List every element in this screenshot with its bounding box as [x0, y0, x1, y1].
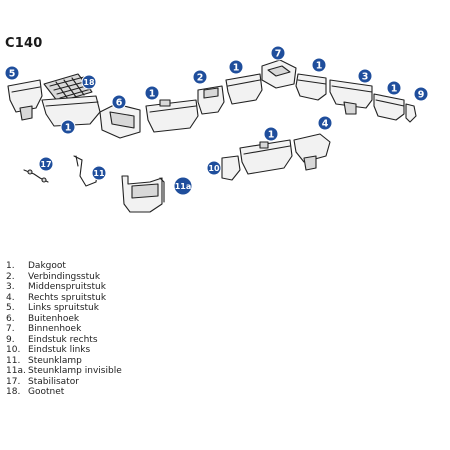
legend-number: 1. — [6, 261, 15, 271]
legend-number: 6. — [6, 313, 15, 324]
badge-6: 6 — [111, 94, 127, 110]
svg-text:4: 4 — [322, 119, 329, 130]
legend-item: 10. Eindstuk links — [6, 345, 122, 356]
legend-item: 5. Links spruitstuk — [6, 303, 122, 314]
legend-item: 2. Verbindingsstuk — [6, 272, 122, 283]
svg-text:7: 7 — [275, 49, 282, 60]
legend-label: Steunklamp — [28, 355, 82, 366]
legend-number: 11. — [6, 355, 21, 366]
legend-number: 18. — [6, 387, 21, 397]
legend-label: Stabilisator — [28, 376, 79, 387]
part-invisible-bracket — [121, 175, 165, 213]
legend-item: 17. Stabilisator — [6, 377, 122, 388]
svg-text:11: 11 — [93, 169, 105, 178]
badge-11a: 11a — [173, 176, 193, 196]
badge-7: 7 — [270, 45, 286, 61]
badge-1: 1 — [228, 59, 244, 75]
legend-label: Links spruitstuk — [28, 303, 99, 313]
legend-number: 17. — [6, 376, 21, 387]
legend-label: Gootnet — [28, 387, 65, 397]
badge-1: 1 — [263, 126, 279, 142]
part-gutter-1a — [41, 95, 101, 127]
legend-label: Dakgoot — [28, 261, 66, 271]
badge-3: 3 — [357, 68, 373, 84]
svg-text:5: 5 — [9, 69, 16, 80]
legend-number: 3. — [6, 282, 15, 292]
legend-number: 10. — [6, 345, 21, 355]
legend-label: Verbindingsstuk — [28, 271, 101, 282]
legend-number: 7. — [6, 324, 15, 334]
part-inner-corner — [261, 59, 297, 89]
part-end-cap-right — [405, 103, 417, 123]
legend-item: 11a.Steunklamp invisible — [6, 366, 122, 377]
svg-text:1: 1 — [65, 123, 72, 134]
legend-label: Buitenhoek — [28, 313, 80, 324]
legend-item: 18. Gootnet — [6, 387, 122, 398]
legend-label: Eindstuk links — [28, 345, 91, 355]
svg-text:6: 6 — [116, 98, 123, 109]
part-gutter-1e — [373, 93, 405, 121]
part-gutter-1f — [239, 139, 293, 175]
badge-18: 18 — [81, 74, 97, 90]
part-end-cap-left — [221, 155, 241, 181]
legend-item: 9. Eindstuk rechts — [6, 335, 122, 346]
legend-number: 9. — [6, 334, 15, 345]
svg-text:10: 10 — [208, 164, 220, 173]
badge-11: 11 — [91, 165, 107, 181]
legend-item: 4. Rechts spruitstuk — [6, 293, 122, 304]
legend-number: 4. — [6, 292, 15, 303]
badge-1: 1 — [144, 85, 160, 101]
badge-9: 9 — [413, 86, 429, 102]
legend-label: Binnenhoek — [28, 324, 82, 334]
legend-label: Eindstuk rechts — [28, 334, 98, 345]
legend-number: 2. — [6, 271, 15, 282]
svg-text:1: 1 — [268, 130, 275, 141]
gutter-parts-diagram: 5 18 1 6 1 2 1 7 1 3 1 9 17 11 11a 10 1 … — [4, 45, 429, 213]
legend-label: Middenspruitstuk — [28, 282, 106, 292]
legend-number: 11a. — [6, 366, 26, 376]
svg-text:1: 1 — [149, 89, 156, 100]
part-right-outlet — [293, 133, 331, 171]
legend-item: 6. Buitenhoek — [6, 314, 122, 325]
svg-text:1: 1 — [391, 84, 398, 95]
legend-label: Rechts spruitstuk — [28, 292, 107, 303]
svg-text:18: 18 — [83, 78, 95, 87]
svg-text:2: 2 — [197, 73, 204, 84]
badge-17: 17 — [38, 156, 54, 172]
legend-item: 1. Dakgoot — [6, 261, 122, 272]
part-stabilizer — [23, 169, 49, 183]
diagram-title: C140 — [5, 36, 43, 51]
parts-legend: 1. Dakgoot 2. Verbindingsstuk 3. Middenspruit… — [6, 261, 122, 398]
part-outer-corner — [99, 103, 141, 139]
svg-text:1: 1 — [233, 63, 240, 74]
part-gutter-1b — [145, 99, 199, 133]
legend-label: Steunklamp invisible — [28, 366, 122, 376]
part-gutter-mesh — [43, 73, 93, 103]
svg-text:9: 9 — [418, 90, 425, 101]
part-gutter-1d — [295, 73, 327, 101]
legend-number: 5. — [6, 303, 15, 313]
part-gutter-1c — [225, 73, 263, 105]
part-middle-outlet — [329, 79, 373, 115]
badge-4: 4 — [317, 115, 333, 131]
svg-text:11a: 11a — [175, 182, 192, 191]
svg-text:1: 1 — [316, 61, 323, 72]
badge-1: 1 — [386, 80, 402, 96]
svg-text:3: 3 — [362, 72, 369, 83]
part-connector — [197, 85, 225, 115]
badge-1: 1 — [311, 57, 327, 73]
badge-10: 10 — [206, 160, 222, 176]
badge-1: 1 — [60, 119, 76, 135]
svg-text:17: 17 — [40, 160, 51, 169]
badge-5: 5 — [4, 65, 20, 81]
legend-item: 11. Steunklamp — [6, 356, 122, 367]
part-left-outlet — [7, 79, 43, 121]
legend-item: 7. Binnenhoek — [6, 324, 122, 335]
legend-item: 3. Middenspruitstuk — [6, 282, 122, 293]
badge-2: 2 — [192, 69, 208, 85]
